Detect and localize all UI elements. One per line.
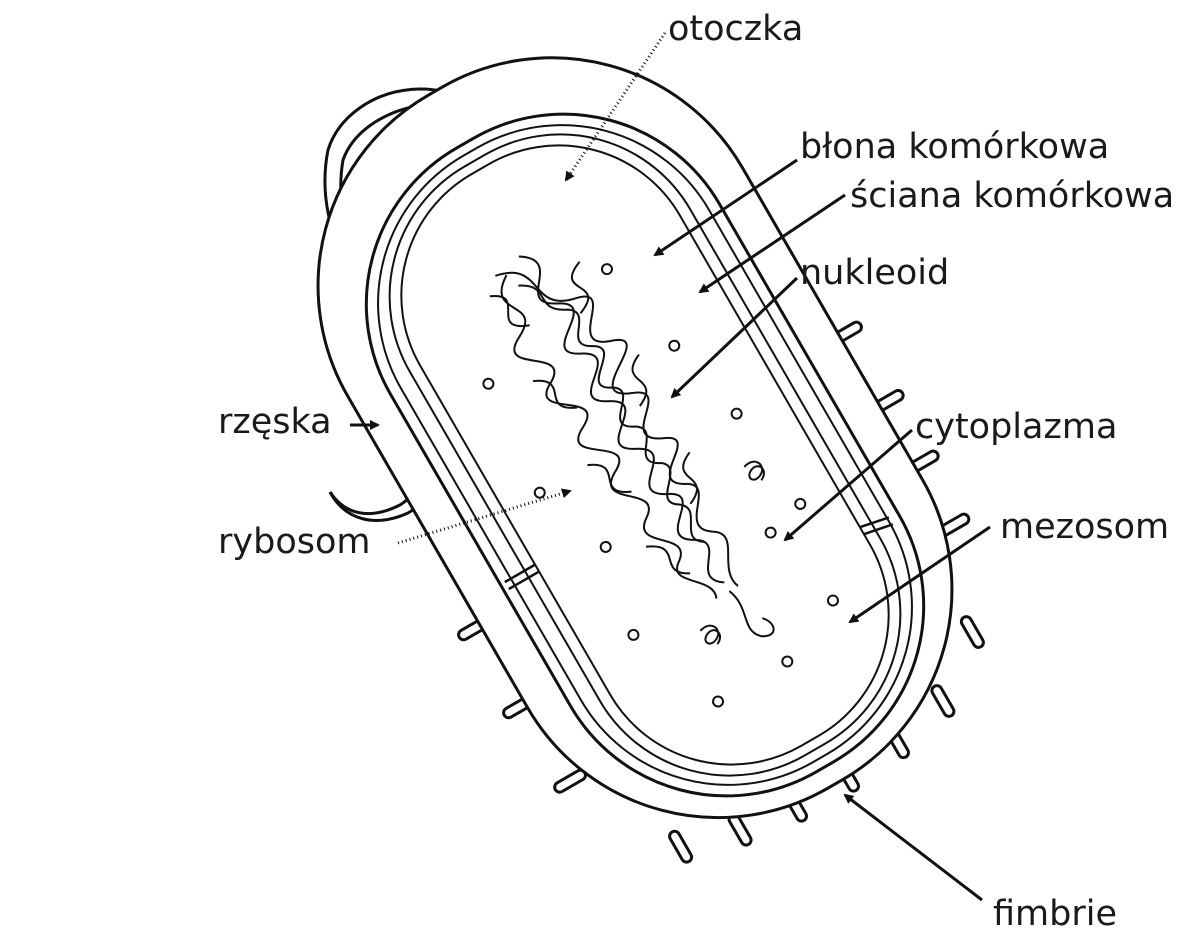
cell-body xyxy=(316,56,985,864)
label-nukleoid: nukleoid xyxy=(800,253,949,293)
label-blona-komorkowa: błona komórkowa xyxy=(800,127,1109,167)
nucleoid-tail xyxy=(728,590,775,638)
leader-lines xyxy=(350,32,991,902)
label-fimbrie: fimbrie xyxy=(993,894,1117,934)
mesosome xyxy=(504,516,894,591)
ribosomes xyxy=(482,263,839,708)
label-rybosom: rybosom xyxy=(218,522,370,562)
label-cytoplazma: cytoplazma xyxy=(915,407,1117,447)
plasmid-blobs xyxy=(699,460,765,645)
label-mezosom: mezosom xyxy=(1000,507,1169,547)
label-sciana-komorkowa: ściana komórkowa xyxy=(850,176,1174,216)
nucleoid xyxy=(489,255,739,599)
label-rzeska: rzęska xyxy=(218,402,332,442)
label-otoczka: otoczka xyxy=(668,9,803,49)
